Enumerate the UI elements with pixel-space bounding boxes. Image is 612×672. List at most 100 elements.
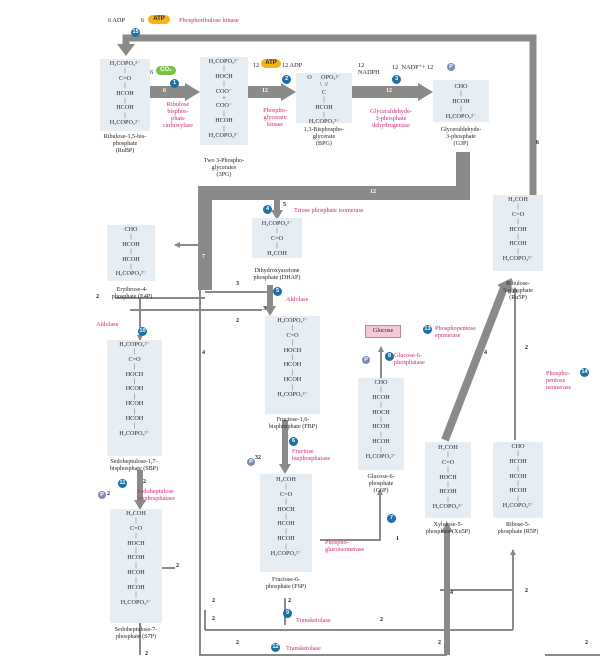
box-3pg: [200, 57, 248, 145]
glucose-box: Glucose: [365, 325, 401, 338]
arrowhead-f6p: [279, 464, 291, 474]
enzyme-sbpase: Sedoheptulose bisphosphatase: [137, 488, 176, 502]
structure-e4p: CHO | HCOH | HCOH | H₂COPO₃²⁻: [115, 226, 147, 278]
arrowhead-rubp-top: [117, 44, 135, 56]
step-5: 5: [273, 287, 282, 296]
flux-label: 2: [288, 598, 291, 604]
structure-g6p: CHO | HCOH | HOCH | HCOH | HCOH | H₂COPO…: [365, 379, 397, 461]
flux-label: 12: [262, 88, 268, 94]
step-3: 3: [392, 75, 401, 84]
step-14: 14: [580, 368, 589, 377]
co2-badge: CO₂: [156, 66, 176, 75]
step-13: 13: [423, 325, 432, 334]
name-g3p: Glyceraldehyde- 3-phosphate (G3P): [440, 127, 482, 147]
structure-ru5p: H₂COH | C=O | HCOH | HCOH | H₂COPO₃²⁻: [502, 196, 534, 263]
step-4: 4: [263, 205, 272, 214]
adp2-label: 12 ADP: [282, 62, 303, 69]
flux-label: 3: [255, 455, 258, 461]
name-dhap: Dihydroxyacetone phosphate (DHAP): [253, 268, 301, 281]
name-g6p: Glucose-6- phosphate (G6P): [367, 474, 395, 494]
name-sbp: Sedoheptulose-1,7- bisphosphate (SBP): [109, 459, 159, 472]
step-15: 15: [131, 28, 140, 37]
step-7: 7: [387, 514, 396, 523]
box-g3p: [433, 80, 489, 122]
box-dhap: [252, 218, 302, 258]
flux-label: 4: [484, 350, 487, 356]
name-e4p: Erythrose-4- phosphate (E4P): [111, 287, 153, 300]
step-2: 2: [282, 75, 291, 84]
name-s7p: Sedoheptulose-7- phosphate (S7P): [114, 627, 158, 640]
flux-label: 2: [258, 455, 261, 461]
structure-g3p: CHO | HCOH | H₂COPO₃²⁻: [445, 83, 477, 120]
arrowhead-fbp: [264, 306, 276, 316]
box-sbp: [107, 340, 162, 456]
box-xu5p: [425, 442, 471, 518]
box-ru5p: [493, 195, 543, 271]
flux-label: 2: [107, 491, 110, 497]
flux-label: 1: [396, 536, 399, 542]
enzyme-gapdh: Glyceraldehyde- 3-phosphate dehydrogenas…: [370, 108, 412, 129]
step-11: 11: [118, 479, 127, 488]
flux-label: 4: [450, 590, 453, 596]
atp2-badge: ATP: [261, 59, 281, 68]
adp-label: 6 ADP: [108, 17, 125, 24]
flux-label: 2: [236, 640, 239, 646]
flux-label: 2: [212, 598, 215, 604]
enzyme-fbpase: Fructose bisphosphatase: [292, 448, 331, 462]
flux-label: 2: [145, 651, 148, 657]
name-3pg: Two 3-Phospho- glycerates (3PG): [203, 158, 245, 178]
structure-r5p: CHO | HCOH | HCOH | HCOH | H₂COPO₃²⁻: [502, 443, 534, 510]
step-9: 9: [283, 609, 292, 618]
nadp-label: 12 NADP⁺+ 12: [392, 64, 434, 71]
arrow-ru5p-to-rubp: [122, 34, 537, 195]
enzyme-transketolase-9: Transketolase: [296, 617, 331, 624]
enzyme-aldolase-10: Aldolase: [96, 321, 119, 328]
enzyme-tpi: Triose phosphate isomerase: [294, 207, 364, 214]
structure-f6p: H₂COH | C=O | HOCH | HCOH | HCOH | H₂COP…: [270, 476, 302, 558]
step-8: 8: [385, 352, 394, 361]
structure-sbp: H₂COPO₃²⁻ | C=O | HOCH | HCOH | HCOH | H…: [119, 341, 150, 437]
flux-label: 4: [202, 350, 205, 356]
box-e4p: [107, 225, 155, 281]
phosphate-icon: P: [362, 356, 370, 364]
structure-fbp: H₂COPO₃²⁻ | C=O | HOCH | HCOH | HCOH | H…: [277, 317, 308, 399]
atp2-count: 12: [253, 62, 260, 69]
box-f6p: [260, 474, 312, 572]
name-bpg: 1,3-Bisphospho- glycerate (BPG): [303, 127, 345, 147]
enzyme-aldolase-5: Aldolase: [286, 296, 309, 303]
step-1: 1: [170, 79, 179, 88]
flux-label: 6: [536, 140, 539, 146]
flux-label: 2: [525, 345, 528, 351]
flux-label: 2: [236, 318, 239, 324]
structure-s7p: H₂COH | C=O | HOCH | HCOH | HCOH | HCOH …: [120, 510, 152, 606]
name-rubp: Ribulose-1,5-bis- phosphate (RuBP): [103, 134, 147, 154]
arrowhead-g3p: [418, 83, 433, 101]
name-ru5p: Ribulose- 5-phosphate (Ru5P): [503, 281, 533, 301]
arrowhead-3pg: [185, 83, 200, 101]
phosphate-icon: P: [447, 63, 455, 71]
step-12: 12: [271, 643, 280, 652]
flux-label: 5: [283, 202, 286, 208]
flux-label: 2: [143, 479, 146, 485]
arrowhead-bpg: [281, 83, 296, 101]
step-10: 10: [138, 327, 147, 336]
name-fbp: Fructose-1,6- bisphosphate (FBP): [268, 417, 318, 430]
enzyme-phosphoribulose-kinase: Phosphoribulose kinase: [179, 17, 239, 24]
nadph-label: NADPH: [358, 69, 380, 76]
flux-label: 2: [380, 617, 383, 623]
box-g6p: [358, 378, 404, 470]
name-r5p: Ribose-5- phosphate (R5P): [497, 522, 539, 535]
flux-label: 2: [212, 616, 215, 622]
atp-top: ATP: [148, 15, 170, 24]
flux-label: 12: [370, 189, 376, 195]
flux-label: 2: [525, 588, 528, 594]
flux-label: 3: [263, 306, 266, 312]
name-f6p: Fructose-6- phosphate (F6P): [265, 577, 307, 590]
name-xu5p: Xylulose-5- phosphate (Xu5P): [425, 522, 471, 535]
structure-dhap: H₂COPO₃²⁻ | C=O | H₂COH: [261, 220, 293, 257]
phosphate-icon: P: [247, 458, 255, 466]
enzyme-transketolase-12: Transketolase: [286, 645, 321, 652]
flux-label: 7: [202, 254, 205, 260]
